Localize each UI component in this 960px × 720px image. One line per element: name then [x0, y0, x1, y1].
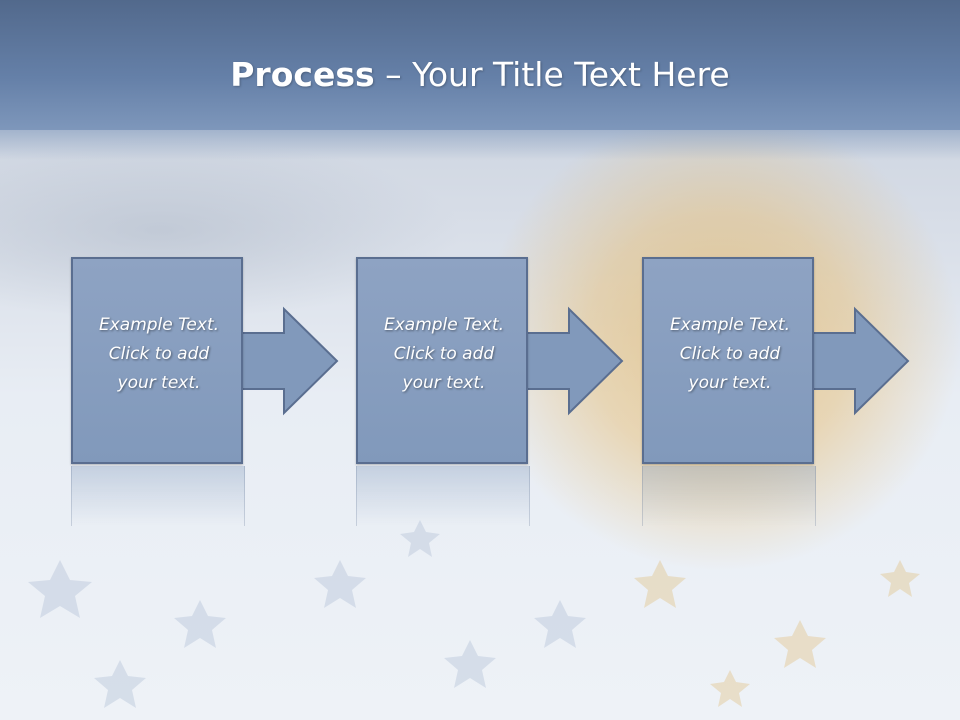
step-text-line: Example Text.	[669, 315, 791, 335]
step-text[interactable]: Example Text. Click to add your text.	[73, 311, 245, 398]
title-rest: – Your Title Text Here	[374, 55, 730, 94]
step-box[interactable]: Example Text. Click to add your text.	[642, 257, 814, 464]
title-banner	[0, 0, 960, 160]
step-text-line: your text.	[402, 373, 486, 393]
step-text-line: Example Text.	[98, 315, 220, 335]
title-bold: Process	[230, 55, 375, 94]
step-text-line: Click to add	[108, 344, 210, 364]
step-reflection	[356, 466, 530, 526]
step-reflection	[642, 466, 816, 526]
step-text-line: Click to add	[393, 344, 495, 364]
slide-title[interactable]: Process – Your Title Text Here	[0, 52, 960, 98]
step-text[interactable]: Example Text. Click to add your text.	[644, 311, 816, 398]
step-text-line: your text.	[117, 373, 201, 393]
step-box[interactable]: Example Text. Click to add your text.	[71, 257, 243, 464]
step-box[interactable]: Example Text. Click to add your text.	[356, 257, 528, 464]
step-text-line: your text.	[688, 373, 772, 393]
step-text-line: Example Text.	[383, 315, 505, 335]
step-reflection	[71, 466, 245, 526]
step-text[interactable]: Example Text. Click to add your text.	[358, 311, 530, 398]
step-text-line: Click to add	[679, 344, 781, 364]
